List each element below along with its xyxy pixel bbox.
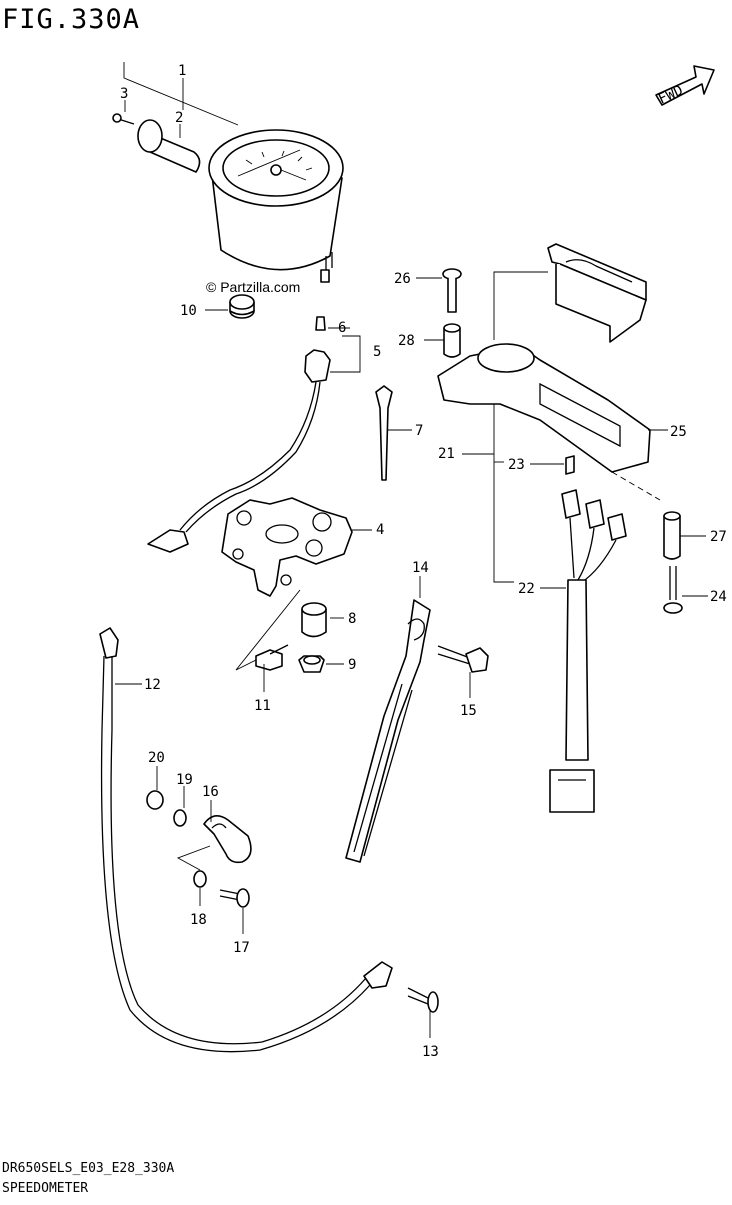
speedometer-assembly-drawing	[112, 113, 344, 283]
callout-4: 4	[376, 522, 384, 538]
callout-12: 12	[144, 677, 161, 693]
screw-collar-drawing	[442, 268, 462, 358]
callout-24: 24	[710, 589, 727, 605]
callout-20: 20	[148, 750, 165, 766]
leader-lines	[115, 62, 708, 1038]
footer-code: DR650SELS_E03_E28_330A	[2, 1161, 174, 1176]
callout-28: 28	[398, 333, 415, 349]
callout-2: 2	[175, 110, 183, 126]
callout-11: 11	[254, 698, 271, 714]
collar-bolt-drawing	[663, 511, 683, 614]
fwd-arrow-icon: FWD	[655, 65, 715, 108]
speedometer-bracket-drawing	[221, 497, 353, 597]
footer-name: SPEEDOMETER	[2, 1181, 88, 1196]
bolt-13-drawing	[407, 987, 439, 1013]
cable-guide-stay-drawing	[345, 599, 489, 863]
callout-7: 7	[415, 423, 423, 439]
grommet-10-drawing	[229, 294, 255, 319]
meter-case-assembly-drawing	[437, 243, 651, 473]
cushion-nut-bolt-drawing	[255, 602, 327, 673]
callout-16: 16	[202, 784, 219, 800]
callout-25: 25	[670, 424, 687, 440]
callout-26: 26	[394, 271, 411, 287]
callout-13: 13	[422, 1044, 439, 1060]
callout-27: 27	[710, 529, 727, 545]
callout-5: 5	[373, 344, 381, 360]
cable-tie-drawing	[375, 385, 393, 481]
figure-title: FIG.330A	[2, 4, 140, 35]
callout-9: 9	[348, 657, 356, 673]
callout-18: 18	[190, 912, 207, 928]
callout-1: 1	[178, 63, 186, 79]
watermark: © Partzilla.com	[206, 279, 300, 295]
callout-23: 23	[508, 457, 525, 473]
cable-clamp-hardware-drawing	[146, 790, 252, 908]
callout-8: 8	[348, 611, 356, 627]
callout-21: 21	[438, 446, 455, 462]
callout-22: 22	[518, 581, 535, 597]
callout-6: 6	[338, 320, 346, 336]
bulb-socket-harness-drawing	[147, 316, 331, 553]
callout-10: 10	[180, 303, 197, 319]
callout-17: 17	[233, 940, 250, 956]
speedometer-cable-drawing	[99, 627, 393, 1053]
callout-14: 14	[412, 560, 429, 576]
callout-19: 19	[176, 772, 193, 788]
callout-labels: 1 2 3 4 5 6 7 8 9 10 11 12 13 14 15 16 1…	[120, 63, 727, 1060]
meter-harness-drawing	[549, 455, 627, 813]
callout-3: 3	[120, 86, 128, 102]
callout-15: 15	[460, 703, 477, 719]
